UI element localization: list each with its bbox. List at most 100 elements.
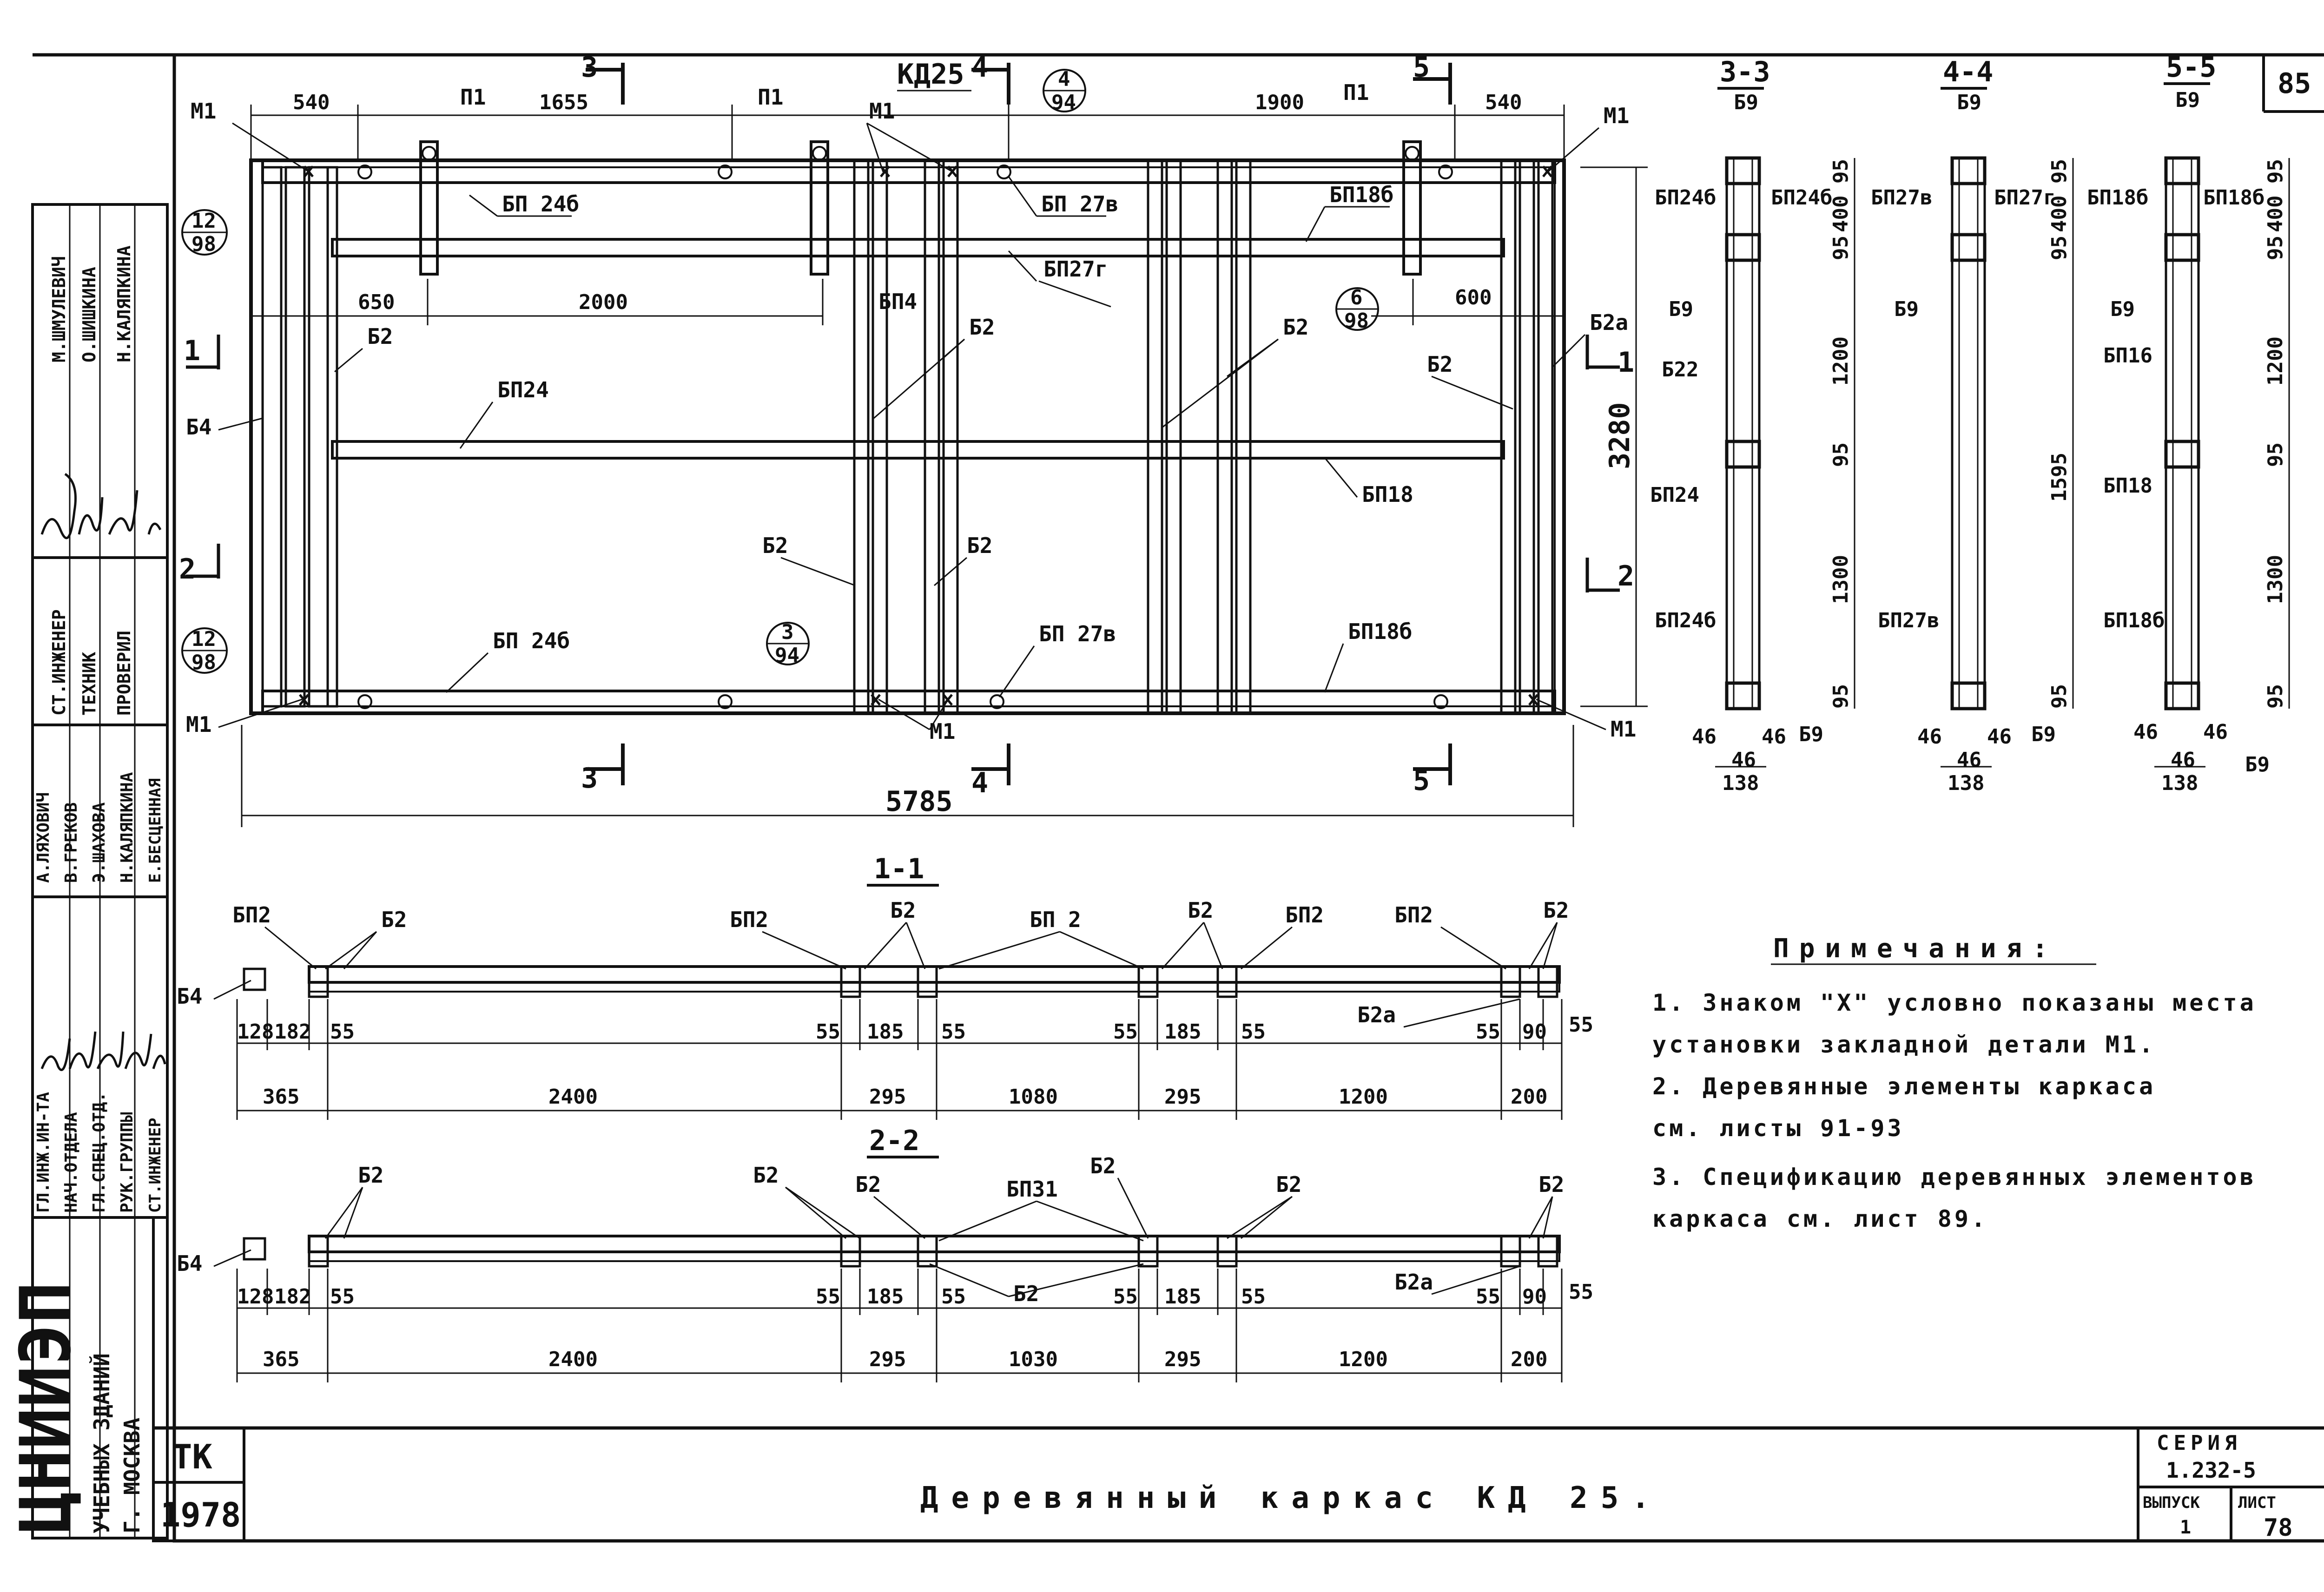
s11-label-1: Б2 [381,907,407,932]
s11-sdim-9: 55 [1476,1020,1500,1044]
series-label: СЕРИЯ [2157,1431,2241,1455]
name-top-2: О.ШИШКИНА [79,267,99,362]
s11-label-7: БП2 [1394,902,1433,928]
s11-dim-3: 1080 [1009,1085,1058,1109]
label-bp24b-bot: БП 24б [493,628,570,653]
sheet-label: ЛИСТ [2238,1493,2276,1512]
s55-bot-1: 46 [2171,748,2195,772]
stamp-code: ТК [172,1437,212,1476]
section-mark-1-right: 1 [1618,346,1634,379]
s22-label-6: Б2 [1276,1172,1301,1197]
issue-label: ВЫПУСК [2143,1493,2200,1512]
leader-lines [218,122,1606,730]
section-mark-4-bot: 4 [971,767,988,799]
dim-inner-3: 600 [1455,286,1492,309]
section-mark-3-top: 3 [581,51,598,84]
s22-label-4: Б2 [1090,1153,1116,1178]
label-b2-5: Б2 [762,533,788,558]
detail-callouts: 4 94 12 98 6 98 12 98 3 94 [181,67,1379,674]
s33-dim-1: 400 [1829,196,1853,232]
s11-sdim-5: 55 [941,1020,966,1044]
callout-1-num: 4 [1058,67,1070,91]
role-bottom-5: СТ.ИНЖЕНЕР [146,1118,165,1213]
label-b2a: Б2а [1590,310,1628,335]
bottom-title-strip: ТК 1978 Деревянный каркас КД 25. СЕРИЯ 1… [152,1427,2324,1542]
section-4-4-title: 4-4 [1943,56,1993,88]
s55-bot-2: 46 [2203,720,2228,744]
s22-label-2: Б2 [855,1172,881,1197]
label-bp27v-bot: БП 27в [1039,621,1116,646]
note-line-5: 3. Спецификацию деревянных элементов [1652,1164,2257,1191]
s33-dim-5: 1300 [1829,555,1853,604]
s55-dim-4: 95 [2264,442,2287,467]
s22-dim-0: 365 [263,1348,299,1371]
label-b2-3: Б2 [1283,315,1308,340]
name-bottom-3: Э.ШАХОВА [90,802,109,883]
label-b2-1: Б2 [367,324,393,349]
role-top-2: ТЕХНИК [79,652,99,716]
s11-dim-2: 295 [869,1085,906,1109]
dim-top-4: 540 [1485,91,1522,114]
notes-block: Примечания: 1. Знаком "Х" условно показа… [1652,934,2257,1232]
s22-sdim-4: 185 [867,1285,904,1309]
s33-bot-2: 46 [1762,725,1786,749]
s44-dim-1: 400 [2047,196,2071,232]
s33-bot-3: 138 [1722,771,1759,795]
handwritten-signatures-top [40,473,162,539]
s33-label-6: БП24б [1655,609,1716,632]
s11-sdim-4: 185 [867,1020,904,1044]
section-mark-5-top: 5 [1413,51,1430,84]
s44-bot-0: 46 [1917,725,1942,749]
role-top-3: ПРОВЕРИЛ [114,631,134,716]
s11-dim-0: 365 [263,1085,299,1109]
notes-heading: Примечания: [1773,934,2058,964]
label-m1-top: М1 [869,99,895,124]
s22-dim-5: 1200 [1339,1348,1388,1371]
callout-1-sheet: 94 [1051,91,1076,114]
section-mark-2-left: 2 [179,553,196,585]
s22-label-3: БП31 [1006,1177,1058,1202]
label-bp27g: БП27г [1043,257,1108,282]
s44-label-5: Б9 [2031,723,2056,746]
sheet-number: 85 [2278,67,2311,100]
s33-label-5: БП24 [1650,483,1699,507]
label-b2-4: Б2 [1427,352,1452,377]
dim-inner-2: 2000 [579,290,628,314]
label-p1-3: П1 [1343,80,1369,105]
stamp-year: 1978 [160,1495,241,1534]
s11-sdim-3: 55 [816,1020,840,1044]
label-m1-tr: М1 [1604,103,1629,128]
s33-bot-1: 46 [1731,748,1756,772]
callout-3-sheet: 98 [1344,309,1369,333]
label-bp24b-top: БП 24б [502,191,579,217]
name-bottom-5: Е.БЕСЦЕННАЯ [146,778,165,883]
note-line-4: см. листы 91-93 [1652,1115,1904,1142]
name-bottom-1: А.ЛЯХОВИЧ [34,792,53,883]
s44-bot-3: 138 [1948,771,1984,795]
s55-dim-5: 1300 [2264,555,2287,604]
dim-overall-width: 5785 [885,785,953,818]
s55-label-2: БП18б [2203,186,2265,210]
dim-top-2: 1655 [539,91,588,114]
series-value: 1.232-5 [2166,1458,2256,1483]
main-frame-view: 5785 3280 540 1655 1900 540 650 2000 600… [179,51,1648,827]
sheet-value: 78 [2264,1514,2293,1542]
s22-sdim-8: 55 [1241,1285,1266,1309]
label-bp18: БП18 [1362,482,1413,507]
section-4-4: 4-4 Б9 БП27в БП27г Б9 БП27в Б9 95 400 95… [1871,56,2074,795]
callout-2-sheet: 98 [191,232,216,256]
institute-line1: УЧЕБНЫХ ЗДАНИЙ [89,1353,114,1533]
s11-dim-1: 2400 [548,1085,598,1109]
s22-label-8: Б4 [177,1251,202,1276]
s11-sdim-2: 55 [330,1020,355,1044]
s44-dim-3: 1595 [2047,453,2071,502]
s44-label-2: БП27г [1994,186,2055,210]
role-top-1: СТ.ИНЖЕНЕР [49,609,69,716]
sheet-number-box: 85 [2262,55,2324,113]
s22-sdim-0: 128 [237,1285,274,1309]
s22-sdim-2: 55 [330,1285,355,1309]
dim-inner-1: 650 [358,290,395,314]
label-b2-2: Б2 [969,315,995,340]
s11-sdim-6: 55 [1113,1020,1138,1044]
note-line-3: 2. Деревянные элементы каркаса [1652,1073,2156,1100]
